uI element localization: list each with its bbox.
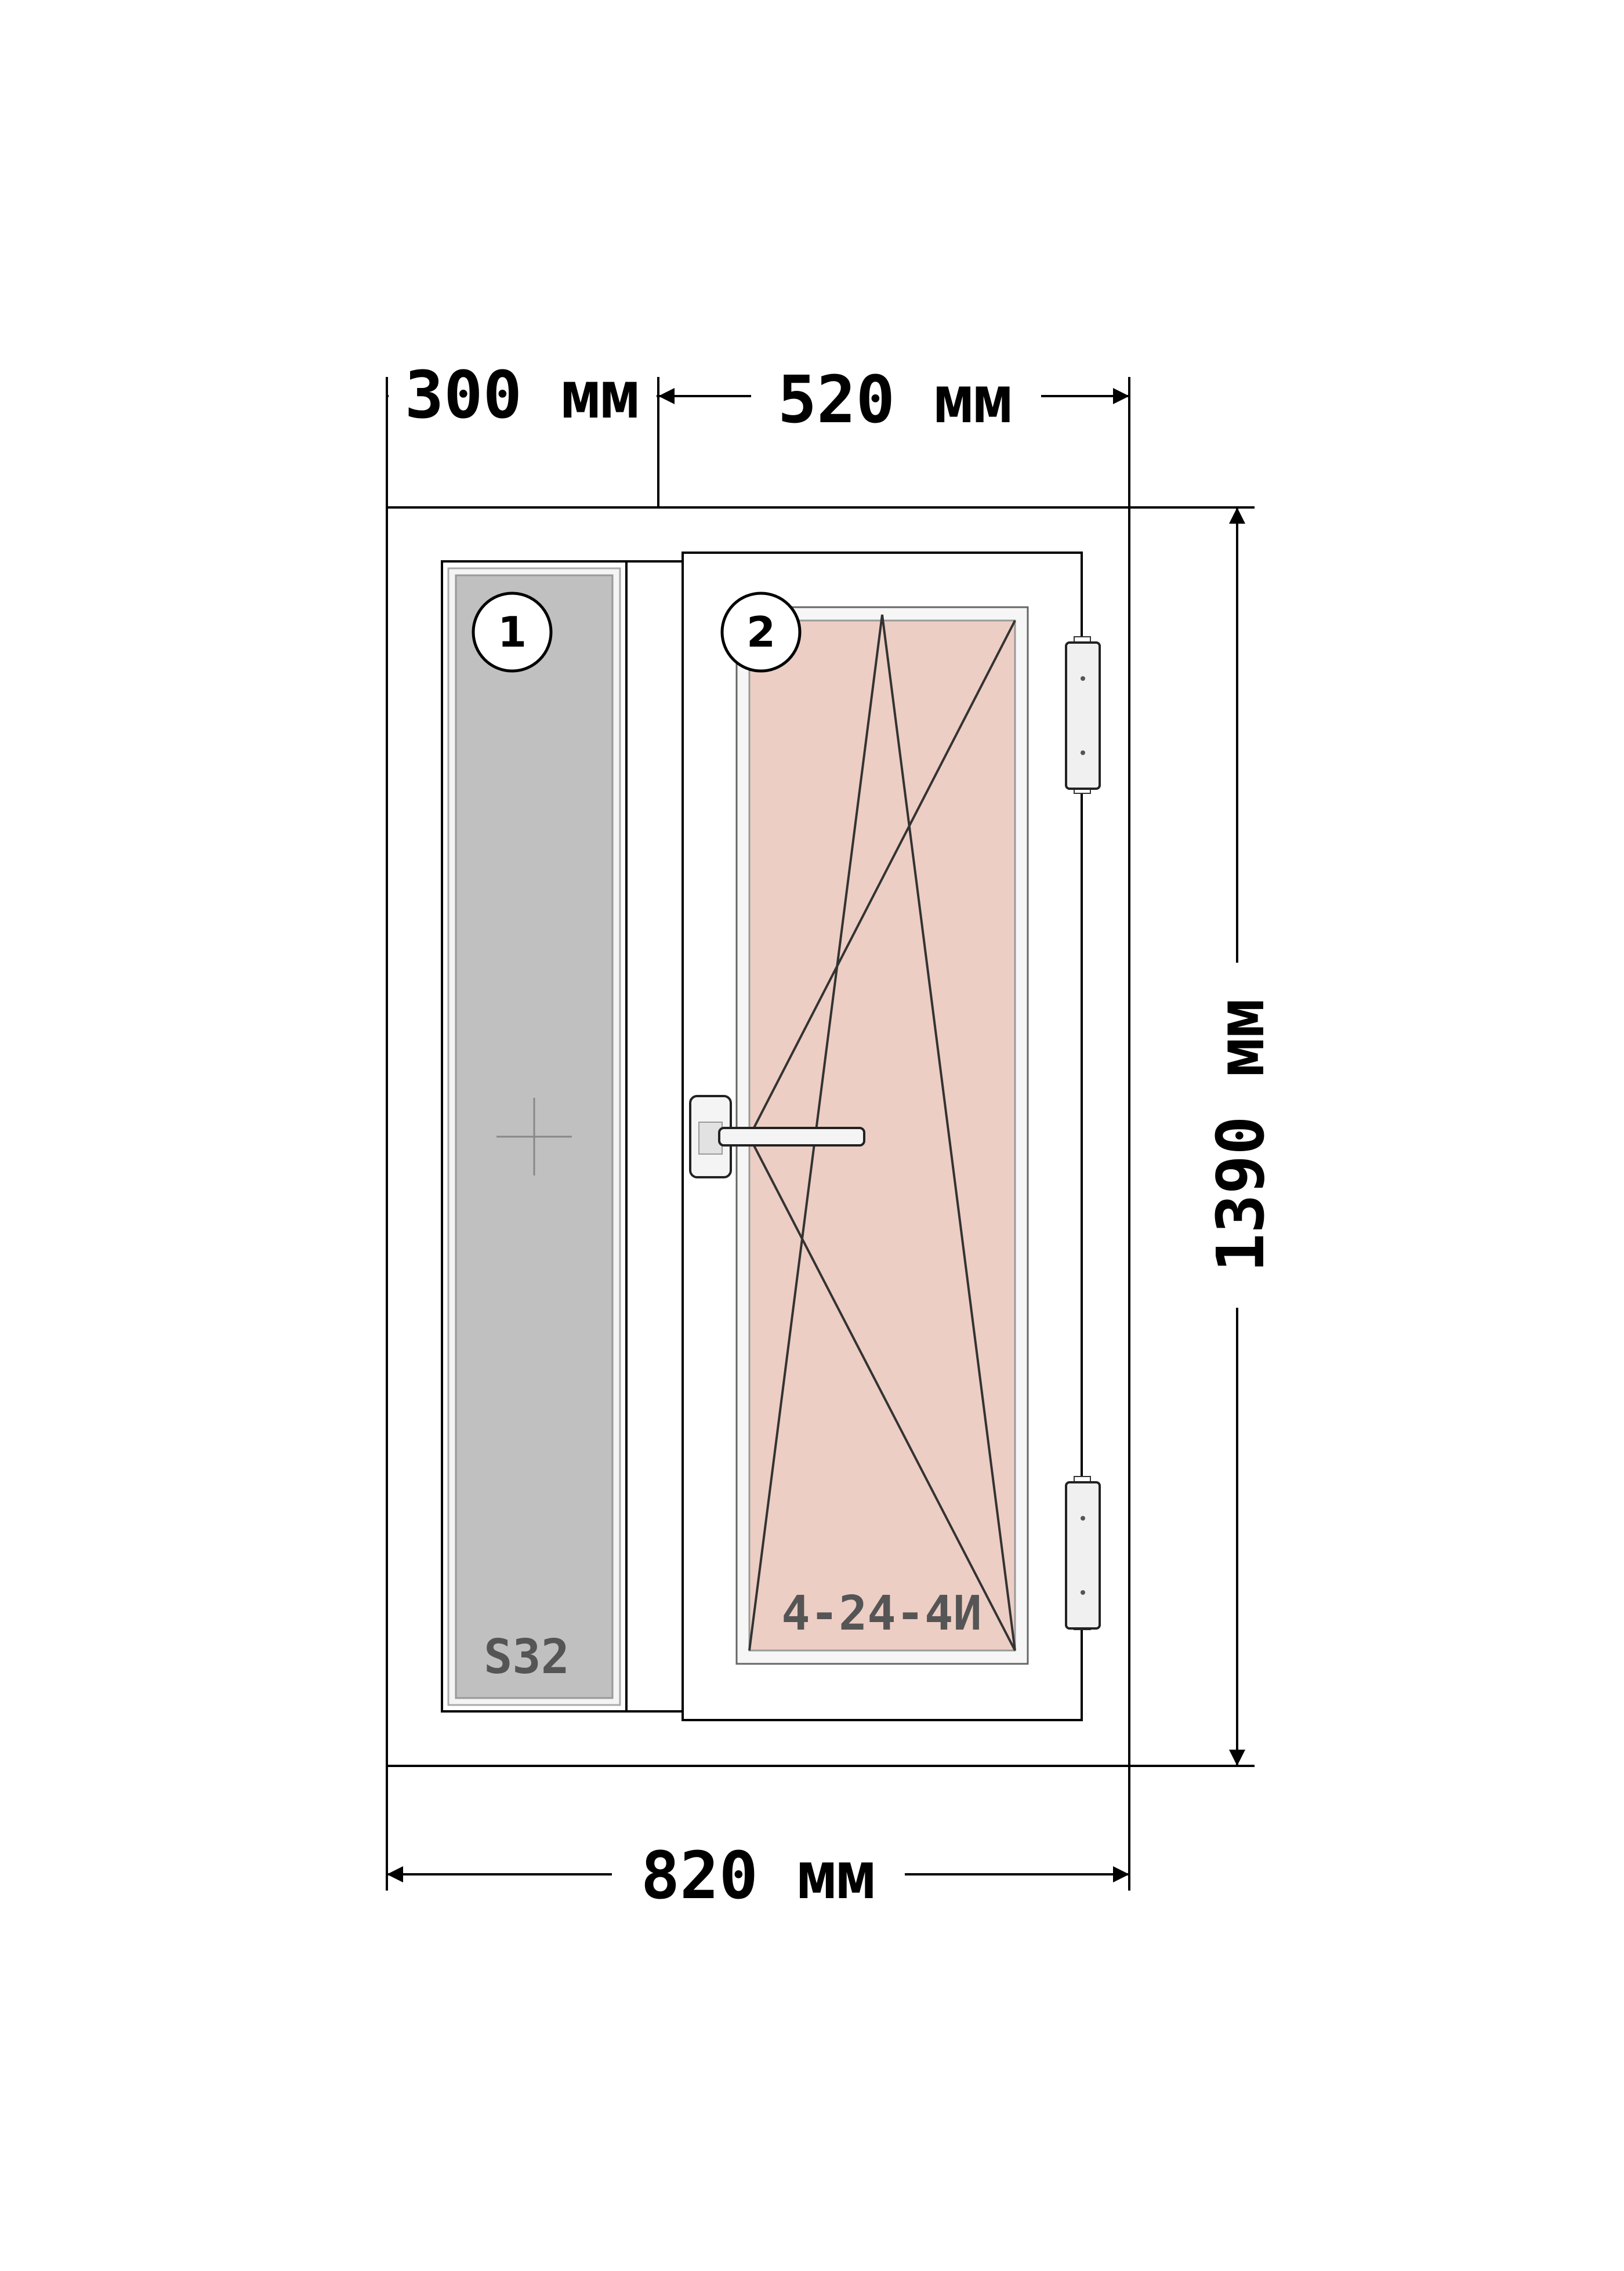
height-dimension — [1129, 506, 1255, 1767]
bottom-dimension — [386, 1766, 1130, 1891]
section-2-badge — [720, 592, 802, 673]
hinge-top-icon — [1065, 636, 1101, 794]
section-2-number: 2 — [746, 608, 775, 656]
section-1-badge — [472, 592, 553, 673]
fill-label: S32 — [484, 1630, 570, 1685]
glass-label: 4-24-4И — [781, 1586, 982, 1641]
section-2-sash: 2 4-24-4И — [682, 552, 1083, 1721]
height-label: 1390 мм — [1204, 999, 1279, 1272]
hinge-bottom-icon — [1065, 1476, 1101, 1630]
section-1-number: 1 — [498, 608, 527, 656]
mullion — [625, 560, 684, 1713]
section-1-fixed: 1 S32 — [441, 560, 628, 1713]
left-width-bg — [389, 365, 657, 423]
tilt-indicator — [748, 614, 1016, 1651]
handle-icon — [689, 1095, 865, 1178]
left-width-label: 300 мм — [405, 358, 640, 433]
total-width-label: 820 мм — [641, 1838, 876, 1914]
handle-lever — [718, 1127, 865, 1147]
right-width-label: 520 мм — [778, 362, 1013, 438]
